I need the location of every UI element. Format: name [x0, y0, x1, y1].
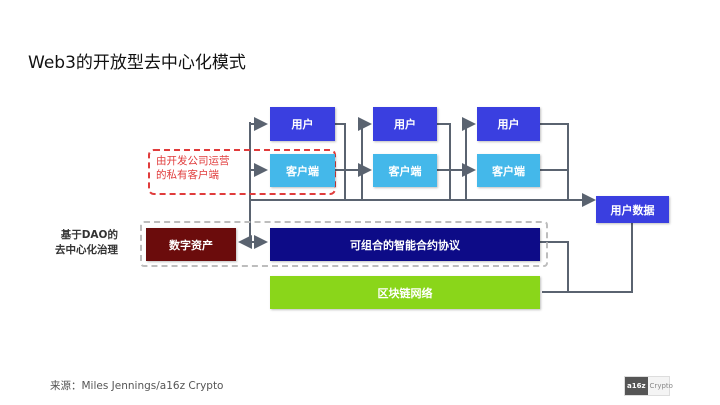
link-col3-out — [540, 123, 569, 200]
logo-text: Crypto — [649, 382, 673, 390]
client-box-2: 客户端 — [373, 154, 437, 187]
user-box-2: 用户 — [373, 107, 437, 141]
user-data-box: 用户数据 — [596, 196, 669, 223]
page-title: Web3的开放型去中心化模式 — [28, 53, 246, 73]
source-citation: 来源：Miles Jennings/a16z Crypto — [50, 380, 224, 392]
a16z-crypto-logo: a16z Crypto — [624, 376, 673, 396]
logo-mark: a16z — [625, 377, 648, 395]
digital-assets-box: 数字资产 — [146, 228, 236, 261]
user-box-3: 用户 — [477, 107, 540, 141]
private-client-note: 由开发公司运营 的私有客户端 — [156, 155, 230, 181]
link-col1-col2 — [335, 117, 372, 201]
dao-governance-group — [140, 221, 548, 267]
private-client-highlight — [148, 149, 336, 195]
dao-governance-label: 基于DAO的 去中心化治理 — [55, 229, 118, 256]
user-data-to-chain — [542, 222, 633, 293]
client-box-3: 客户端 — [477, 154, 540, 187]
user-box-1: 用户 — [270, 107, 335, 141]
client-box-1: 客户端 — [270, 154, 335, 187]
link-col2-col3 — [437, 117, 476, 201]
blockchain-network-box: 区块链网络 — [270, 276, 540, 309]
smart-contract-protocol-box: 可组合的智能合约协议 — [270, 228, 540, 261]
protocol-to-chain — [540, 241, 569, 292]
